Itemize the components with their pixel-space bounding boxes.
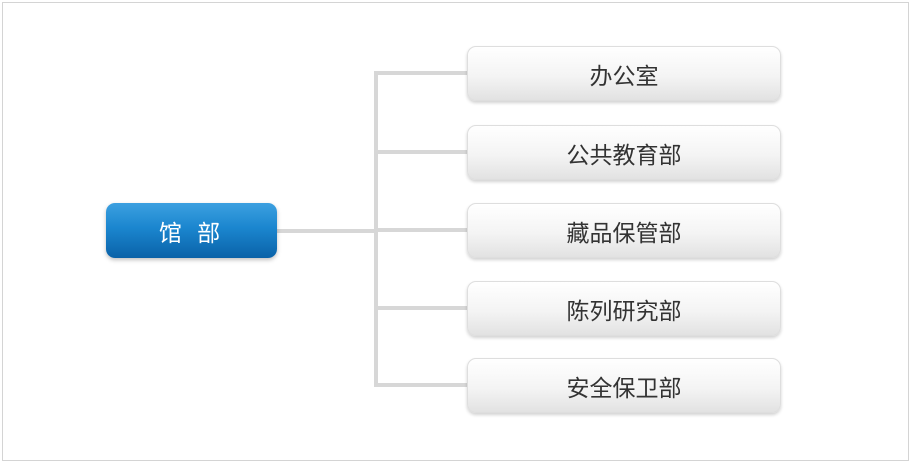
department-node-collections[interactable]: 藏品保管部 [467, 203, 781, 258]
connector-branch-2 [374, 150, 468, 154]
root-node[interactable]: 馆 部 [106, 203, 277, 258]
department-label: 陈列研究部 [566, 298, 682, 325]
department-label: 安全保卫部 [566, 375, 682, 402]
connector-branch-5 [374, 383, 468, 387]
connector-branch-3 [374, 228, 468, 232]
connector-branch-1 [374, 71, 468, 75]
department-node-office[interactable]: 办公室 [467, 46, 781, 101]
department-label: 办公室 [589, 63, 659, 90]
department-node-exhibition-research[interactable]: 陈列研究部 [467, 281, 781, 336]
connector-root-to-trunk [277, 229, 378, 233]
connector-branch-4 [374, 306, 468, 310]
department-label: 公共教育部 [566, 142, 682, 169]
department-node-security[interactable]: 安全保卫部 [467, 358, 781, 413]
department-label: 藏品保管部 [566, 220, 682, 247]
root-node-label: 馆 部 [158, 220, 225, 247]
department-node-public-education[interactable]: 公共教育部 [467, 125, 781, 180]
